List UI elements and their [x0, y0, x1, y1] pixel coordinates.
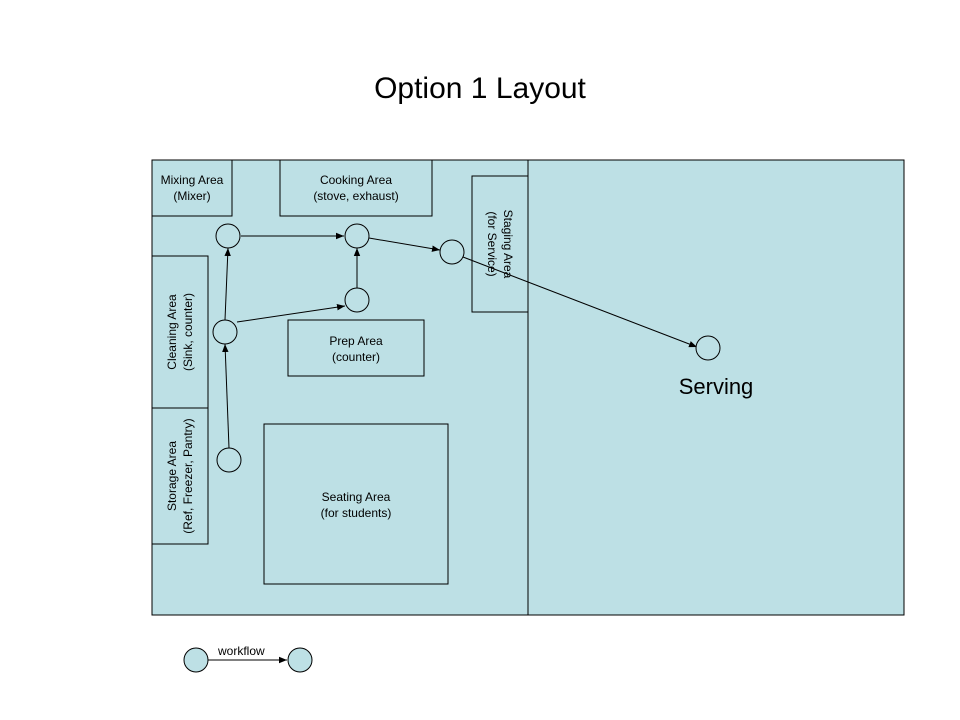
node-storage	[216, 447, 242, 473]
prep-area-label: Prep Area (counter)	[329, 334, 383, 364]
cooking-area-label: Cooking Area (stove, exhaust)	[313, 173, 399, 203]
storage-area-label: Storage Area (Ref, Freezer, Pantry)	[165, 418, 195, 534]
storage-area-box	[151, 407, 209, 545]
serving-floor	[527, 159, 905, 616]
node-staging	[439, 239, 465, 265]
workflow-arrow-cooking-staging	[368, 237, 441, 252]
staging-area-box	[471, 175, 529, 313]
node-prep	[344, 287, 370, 313]
workflow-arrow-cleaning-prep	[236, 304, 346, 323]
seating-area-box	[263, 423, 449, 585]
legend-node-end	[287, 647, 313, 673]
node-serving	[695, 335, 721, 361]
legend-label: workflow	[218, 644, 265, 658]
workflow-arrow-staging-serving	[462, 256, 698, 348]
node-cleaning	[212, 319, 238, 345]
page-title: Option 1 Layout	[374, 72, 586, 105]
seating-area-label: Seating Area (for students)	[320, 490, 392, 520]
cleaning-area-label: Cleaning Area (Sink, counter)	[165, 292, 195, 372]
legend-node-start	[183, 647, 209, 673]
mixing-area-box	[151, 159, 233, 217]
workflow-arrow-storage-cleaning	[222, 343, 230, 449]
node-mixing	[215, 223, 241, 249]
serving-label: Serving	[678, 374, 754, 399]
workflow-arrow-cleaning-mixing	[224, 247, 231, 321]
mixing-area-label: Mixing Area (Mixer)	[160, 173, 224, 203]
prep-area-box	[287, 319, 425, 377]
cooking-area-box	[279, 159, 433, 217]
node-cooking	[344, 223, 370, 249]
staging-area-label: Staging Area (for Service)	[485, 209, 515, 279]
